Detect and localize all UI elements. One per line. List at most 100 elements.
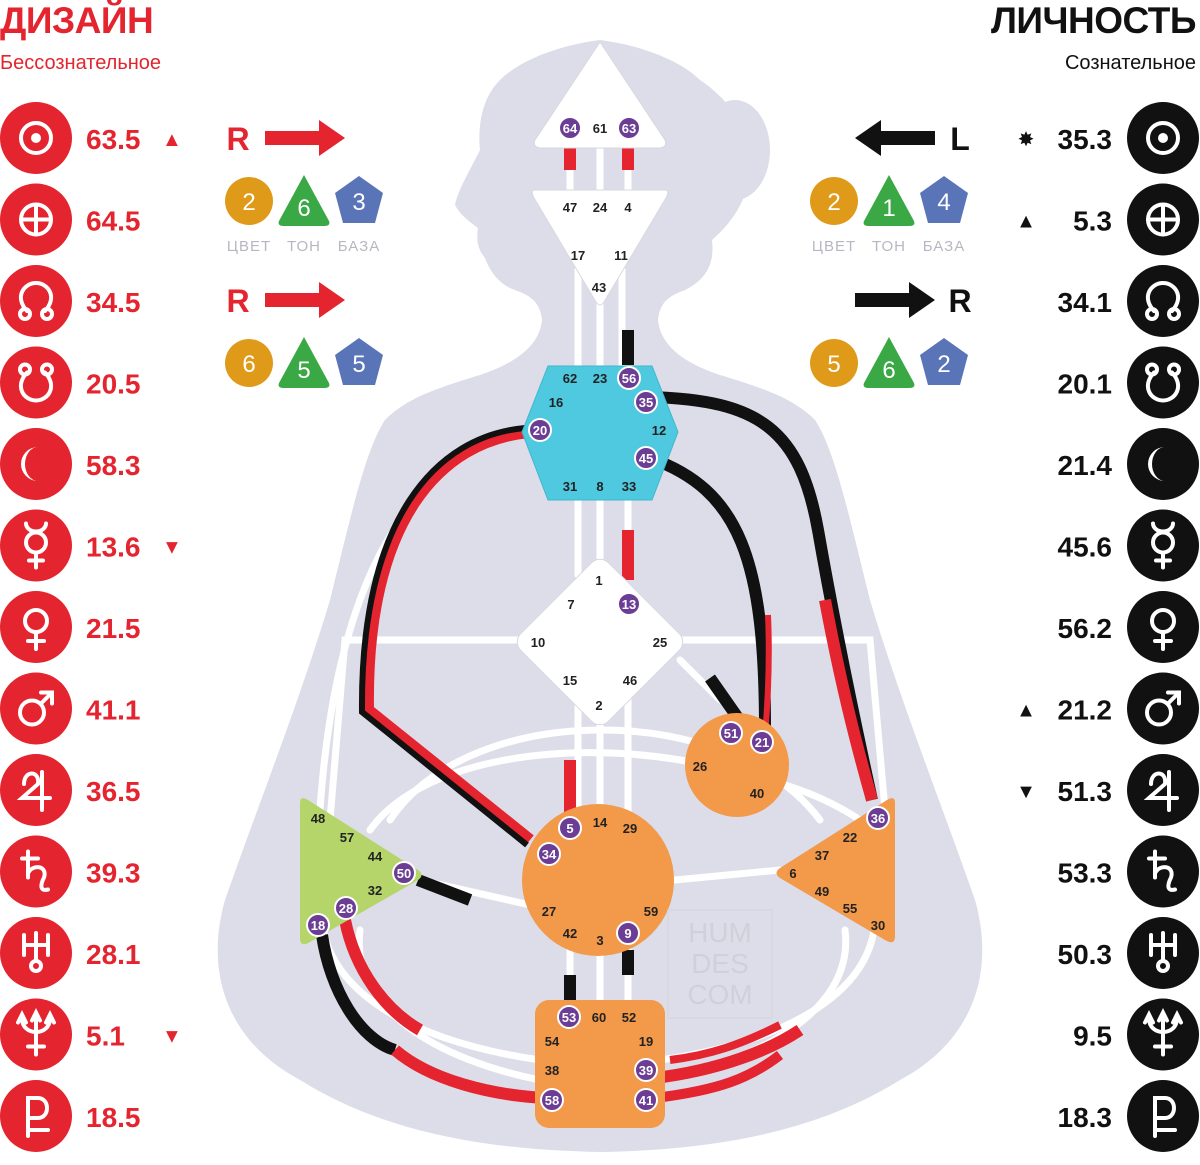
- gate-45[interactable]: 45: [634, 446, 658, 470]
- gate-17[interactable]: 17: [571, 248, 585, 263]
- planet-row: 36.5: [0, 754, 141, 826]
- gate-25[interactable]: 25: [653, 635, 667, 650]
- gate-56[interactable]: 56: [617, 366, 641, 390]
- gate-61[interactable]: 61: [593, 121, 607, 136]
- gate-42[interactable]: 42: [563, 926, 577, 941]
- gate-62[interactable]: 62: [563, 371, 577, 386]
- south-node-icon: [1127, 346, 1199, 419]
- gate-31[interactable]: 31: [563, 479, 577, 494]
- gate-57[interactable]: 57: [340, 830, 354, 845]
- planet-row: 64.5: [0, 183, 141, 256]
- gate-53[interactable]: 53: [557, 1005, 581, 1029]
- gate-10[interactable]: 10: [531, 635, 545, 650]
- gate-23[interactable]: 23: [593, 371, 607, 386]
- pluto-icon: [1127, 1080, 1199, 1152]
- gate-43[interactable]: 43: [592, 280, 606, 295]
- north-node-icon: [0, 265, 72, 337]
- gate-6[interactable]: 6: [789, 866, 796, 881]
- tone-value: 5: [297, 357, 310, 384]
- gate-27[interactable]: 27: [542, 904, 556, 919]
- gate-3[interactable]: 3: [596, 933, 603, 948]
- gate-40[interactable]: 40: [750, 786, 764, 801]
- gate-number: 37: [815, 848, 829, 863]
- gate-59[interactable]: 59: [644, 904, 658, 919]
- g-center[interactable]: [512, 554, 687, 729]
- gate-44[interactable]: 44: [368, 849, 383, 864]
- gate-34[interactable]: 34: [537, 842, 561, 866]
- root-center[interactable]: [535, 1000, 665, 1128]
- solar-plexus-center[interactable]: [776, 798, 896, 943]
- gate-49[interactable]: 49: [815, 884, 829, 899]
- gate-38[interactable]: 38: [545, 1063, 559, 1078]
- gate-36[interactable]: 36: [866, 806, 890, 830]
- gate-32[interactable]: 32: [368, 883, 382, 898]
- tone-value: 6: [882, 357, 895, 384]
- ajna-center[interactable]: [531, 189, 669, 306]
- gate-8[interactable]: 8: [596, 479, 603, 494]
- gate-29[interactable]: 29: [623, 821, 637, 836]
- gate-55[interactable]: 55: [843, 901, 857, 916]
- gate-54[interactable]: 54: [545, 1034, 560, 1049]
- gate-number: 58: [545, 1093, 559, 1108]
- gate-20[interactable]: 20: [528, 418, 552, 442]
- tone-shape-icon: 6: [863, 337, 915, 388]
- gate-46[interactable]: 46: [623, 673, 637, 688]
- gate-19[interactable]: 19: [639, 1034, 653, 1049]
- gate-12[interactable]: 12: [652, 423, 666, 438]
- neptune-icon: [0, 998, 72, 1071]
- gate-7[interactable]: 7: [567, 597, 574, 612]
- moon-icon: [0, 428, 72, 500]
- gate-21[interactable]: 21: [750, 730, 774, 754]
- gate-number: 16: [549, 395, 563, 410]
- planet-row: 50.3: [1058, 917, 1199, 989]
- base-shape-icon: 2: [920, 338, 968, 385]
- gate-number: 18: [311, 918, 325, 933]
- gate-26[interactable]: 26: [693, 759, 707, 774]
- direction-arrow-icon: [265, 282, 345, 318]
- gate-24[interactable]: 24: [593, 200, 608, 215]
- gate-11[interactable]: 11: [614, 248, 628, 263]
- gate-15[interactable]: 15: [563, 673, 577, 688]
- gate-64[interactable]: 64: [558, 116, 582, 140]
- gate-58[interactable]: 58: [540, 1088, 564, 1112]
- gate-22[interactable]: 22: [843, 830, 857, 845]
- planet-value: 18.5: [86, 1102, 141, 1133]
- gate-number: 39: [639, 1063, 653, 1078]
- gate-41[interactable]: 41: [634, 1088, 658, 1112]
- sacral-center[interactable]: [522, 804, 674, 956]
- planet-row: 45.6: [1058, 509, 1199, 582]
- gate-number: 56: [622, 371, 636, 386]
- gate-35[interactable]: 35: [634, 390, 658, 414]
- gate-9[interactable]: 9: [616, 921, 640, 945]
- gate-2[interactable]: 2: [595, 698, 602, 713]
- gate-37[interactable]: 37: [815, 848, 829, 863]
- gate-33[interactable]: 33: [622, 479, 636, 494]
- gate-60[interactable]: 60: [592, 1010, 606, 1025]
- gate-28[interactable]: 28: [334, 896, 358, 920]
- gate-13[interactable]: 13: [617, 592, 641, 616]
- gate-50[interactable]: 50: [392, 861, 416, 885]
- color-shape-icon: 2: [810, 177, 858, 225]
- gate-1[interactable]: 1: [595, 573, 602, 588]
- gate-4[interactable]: 4: [624, 200, 632, 215]
- pluto-icon: [0, 1080, 72, 1152]
- gate-39[interactable]: 39: [634, 1058, 658, 1082]
- gate-48[interactable]: 48: [311, 811, 325, 826]
- spleen-center[interactable]: [300, 798, 422, 945]
- gate-number: 35: [639, 395, 653, 410]
- gate-14[interactable]: 14: [593, 815, 608, 830]
- svg-text:HUM: HUM: [688, 917, 752, 948]
- gate-16[interactable]: 16: [549, 395, 563, 410]
- gate-5[interactable]: 5: [558, 816, 582, 840]
- gate-52[interactable]: 52: [622, 1010, 636, 1025]
- watermark: HUM DES COM: [667, 909, 773, 1019]
- planet-row: 13.6▼: [0, 509, 182, 582]
- gate-30[interactable]: 30: [871, 918, 885, 933]
- gate-47[interactable]: 47: [563, 200, 577, 215]
- gate-51[interactable]: 51: [719, 721, 743, 745]
- gate-63[interactable]: 63: [617, 116, 641, 140]
- gate-18[interactable]: 18: [306, 913, 330, 937]
- planet-row: 58.3: [0, 428, 141, 500]
